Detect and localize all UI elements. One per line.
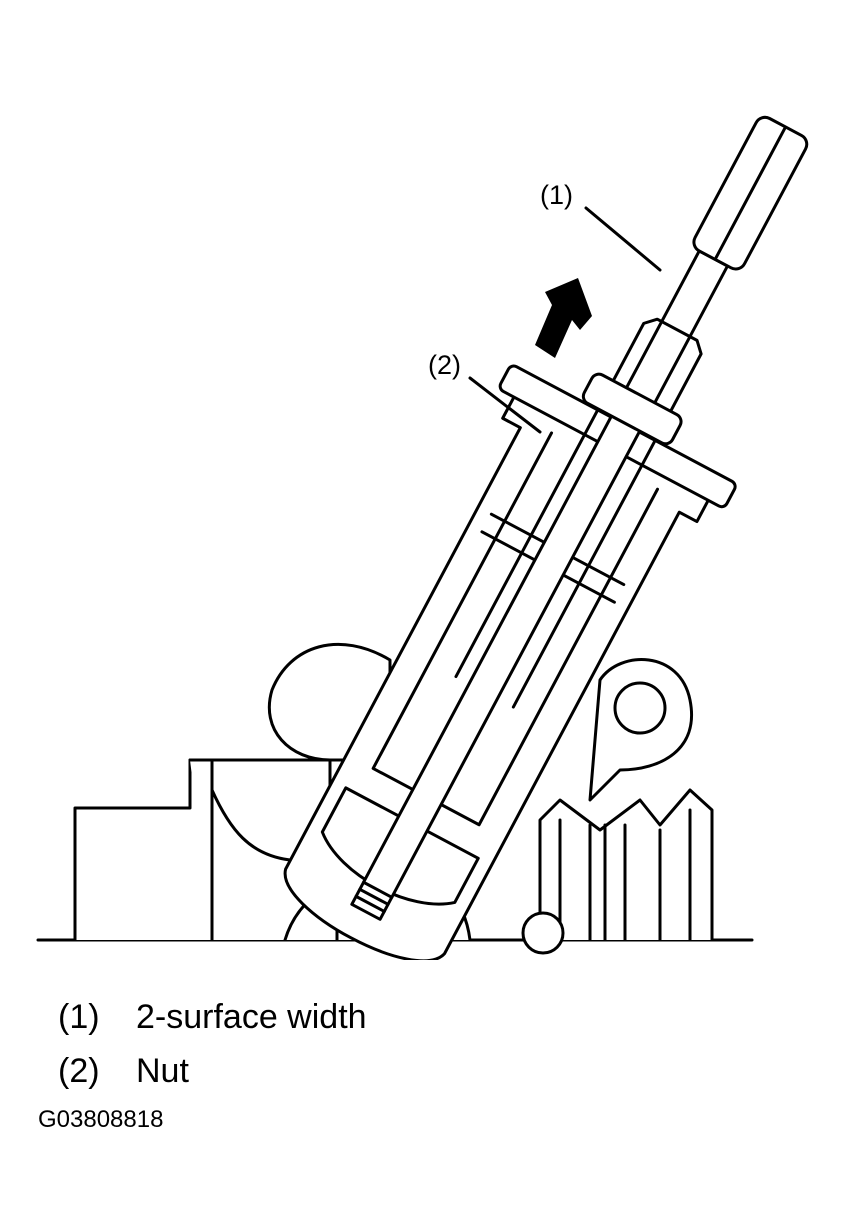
callout-2-leader	[468, 376, 542, 434]
legend-label: 2-surface width	[136, 997, 367, 1036]
legend-label: Nut	[136, 1051, 189, 1090]
nut	[581, 372, 683, 446]
ball	[521, 911, 565, 955]
callout-1-leader	[584, 206, 662, 272]
technical-illustration	[36, 115, 809, 960]
spring-lines	[558, 808, 692, 942]
handle-grip-line	[714, 127, 787, 260]
figure-id: G03808818	[38, 1106, 164, 1133]
compressor-assembly	[283, 115, 809, 960]
direction-arrow	[535, 278, 592, 358]
legend: (1) 2-surface width (2) Nut	[58, 990, 367, 1098]
legend-number: (1)	[58, 997, 100, 1036]
mounting-hole	[613, 681, 667, 735]
thread-marks	[354, 880, 394, 913]
cylinder-head-left-wall	[188, 758, 292, 942]
legend-item: (1) 2-surface width	[58, 990, 367, 1044]
callout-1-label: (1)	[540, 180, 573, 210]
callout-2-label: (2)	[428, 350, 461, 380]
legend-item: (2) Nut	[58, 1044, 367, 1098]
legend-number: (2)	[58, 1051, 100, 1090]
